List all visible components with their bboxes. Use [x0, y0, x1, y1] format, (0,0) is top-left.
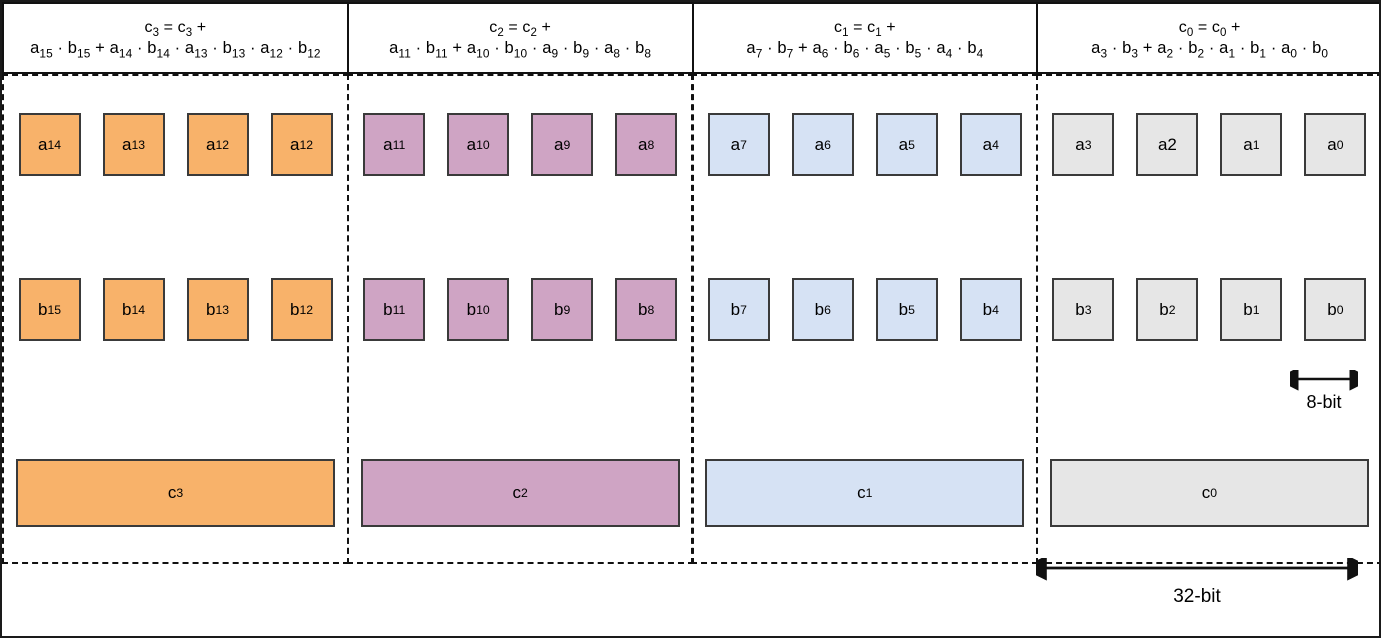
formula-line-1: c3 = c3 + — [144, 19, 207, 40]
double-arrow-icon — [1290, 370, 1358, 391]
measure-32-bit: 32-bit — [1036, 558, 1358, 614]
formula-line-2: a11 · b11 + a10 · b10 · a9 · b9 · a8 · b… — [389, 38, 652, 60]
formula-cell-lane-0: c0 = c0 +a3 · b3 + a2 · b2 · a1 · b1 · a… — [1036, 2, 1379, 74]
measure-8-bit: 8-bit — [1290, 370, 1358, 418]
formula-line-1: c2 = c2 + — [489, 19, 552, 40]
formula-cell-lane-1: c1 = c1 +a7 · b7 + a6 · b6 · a5 · b5 · a… — [691, 2, 1039, 74]
formula-line-1: c1 = c1 + — [833, 19, 896, 40]
formula-cell-lane-2: c2 = c2 +a11 · b11 + a10 · b10 · a9 · b9… — [346, 2, 694, 74]
measure-32-bit-label: 32-bit — [1173, 586, 1221, 607]
formula-cell-lane-3: c3 = c3 +a15 · b15 + a14 · b14 · a13 · b… — [2, 2, 349, 74]
formula-line-2: a7 · b7 + a6 · b6 · a5 · b5 · a4 · b4 — [746, 38, 984, 60]
operand-a-cell: a2 — [1136, 113, 1199, 176]
double-arrow-icon — [1036, 558, 1358, 581]
formula-header-row: c3 = c3 +a15 · b15 + a14 · b14 · a13 · b… — [2, 2, 1379, 74]
formula-line-2: a15 · b15 + a14 · b14 · a13 · b13 · a12 … — [30, 38, 321, 60]
measure-8-bit-label: 8-bit — [1306, 392, 1342, 412]
formula-line-2: a3 · b3 + a2 · b2 · a1 · b1 · a0 · b0 — [1091, 38, 1329, 60]
formula-line-1: c0 = c0 + — [1178, 19, 1241, 40]
